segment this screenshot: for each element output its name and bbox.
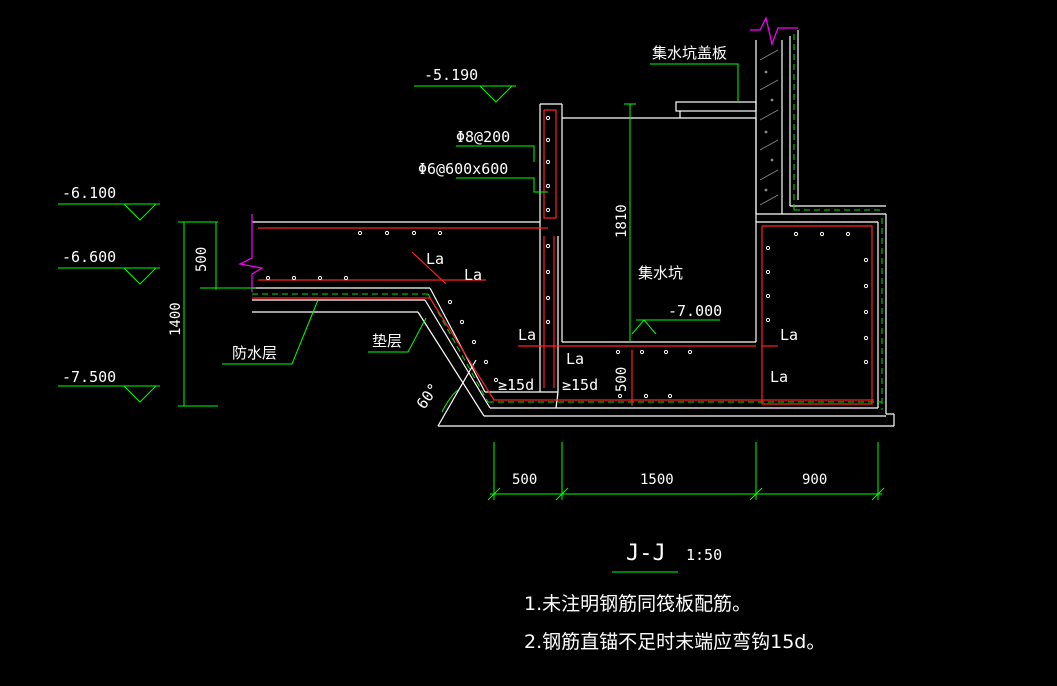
cushion-label: 垫层: [372, 332, 402, 350]
elev-slab-bottom-label: -6.600: [62, 248, 116, 266]
waterproof-label: 防水层: [232, 344, 277, 362]
rebar-main-label: Φ8@200: [456, 128, 510, 146]
anchor-label: La: [780, 326, 798, 344]
rebar-dots: [265, 115, 869, 399]
dim-total-depth: 1400: [168, 302, 184, 336]
dim-pit-slab: 500: [614, 367, 630, 392]
hook-label: ≥15d: [562, 376, 598, 394]
pit-label: 集水坑: [638, 264, 683, 282]
break-marks: [238, 16, 798, 292]
wall-hatch: [759, 49, 779, 206]
hook-label: ≥15d: [498, 376, 534, 394]
dim-width-right: 900: [802, 472, 827, 488]
elev-raft-bottom-label: -7.500: [62, 368, 116, 386]
angle-label: 60°: [413, 380, 443, 413]
note-2: 2.钢筋直锚不足时末端应弯钩15d。: [524, 631, 825, 653]
cover-plate-label: 集水坑盖板: [652, 44, 727, 62]
section-scale: 1:50: [686, 546, 722, 564]
section-title: J-J: [626, 541, 666, 566]
anchor-label: La: [566, 350, 584, 368]
dim-width-mid: 1500: [640, 472, 674, 488]
rebar-tie-label: Φ6@600x600: [418, 160, 508, 178]
dim-pit-depth: 1810: [614, 204, 630, 238]
anchor-label: La: [426, 250, 444, 268]
anchor-label: La: [518, 326, 536, 344]
dim-slab-thickness: 500: [194, 247, 210, 272]
note-1: 1.未注明钢筋同筏板配筋。: [524, 593, 751, 615]
elev-cover-label: -5.190: [424, 66, 478, 84]
rebar-lines: [252, 109, 874, 406]
dim-width-left: 500: [512, 472, 537, 488]
elev-slab-top-label: -6.100: [62, 184, 116, 202]
dimension-lines: [58, 63, 885, 573]
concrete-outline: [252, 30, 895, 427]
anchor-label: La: [770, 368, 788, 386]
anchor-label: La: [464, 266, 482, 284]
waterproof-layer: [252, 34, 883, 410]
elev-pit-bottom-label: -7.000: [668, 302, 722, 320]
